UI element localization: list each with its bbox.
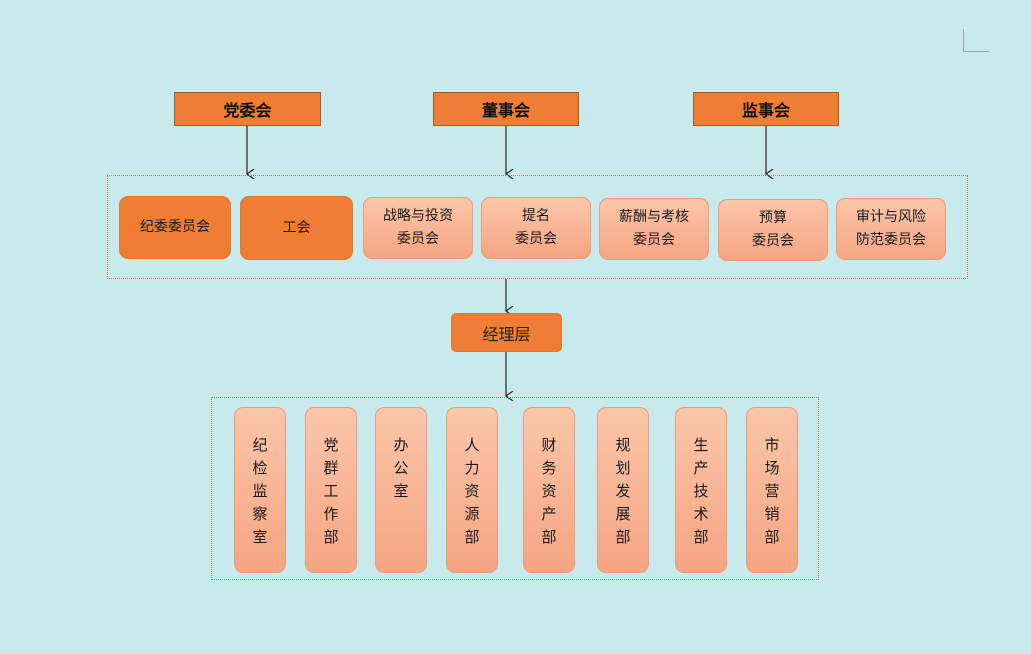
party-committee-box: 党委会 xyxy=(174,92,321,126)
department-label: 人力资源部 xyxy=(464,436,480,546)
department-label: 规划发展部 xyxy=(615,436,631,546)
committees-frame xyxy=(107,175,968,279)
department-label: 生产技术部 xyxy=(693,436,709,546)
department-label: 财务资产部 xyxy=(541,436,557,546)
committee-label: 薪酬与考核 委员会 xyxy=(619,209,689,248)
departments-frame xyxy=(211,397,819,580)
department-discipline-inspection: 纪检监察室 xyxy=(234,407,286,573)
supervisory-board-box: 监事会 xyxy=(693,92,839,126)
department-planning-development: 规划发展部 xyxy=(597,407,649,573)
committee-union: 工会 xyxy=(240,196,353,260)
department-office: 办公室 xyxy=(375,407,427,573)
department-label: 办公室 xyxy=(393,436,409,500)
committee-label: 提名 委员会 xyxy=(515,208,557,247)
department-label: 党群工作部 xyxy=(323,436,339,546)
committee-budget: 预算 委员会 xyxy=(718,199,828,261)
committee-label: 工会 xyxy=(282,219,311,236)
committee-label: 战略与投资 委员会 xyxy=(383,208,453,247)
committee-strategy-investment: 战略与投资 委员会 xyxy=(363,197,473,259)
board-of-directors-box: 董事会 xyxy=(433,92,579,126)
department-party-affairs: 党群工作部 xyxy=(305,407,357,573)
department-finance-assets: 财务资产部 xyxy=(523,407,575,573)
committee-label: 预算 委员会 xyxy=(752,210,794,249)
department-human-resources: 人力资源部 xyxy=(446,407,498,573)
committee-audit-risk: 审计与风险 防范委员会 xyxy=(836,198,946,260)
management-box: 经理层 xyxy=(451,313,562,352)
department-label: 市场营销部 xyxy=(764,436,780,546)
committee-compensation: 薪酬与考核 委员会 xyxy=(599,198,709,260)
committee-label: 纪委委员会 xyxy=(140,219,210,235)
page-corner-mark xyxy=(963,29,989,52)
department-production-technology: 生产技术部 xyxy=(675,407,727,573)
committee-nomination: 提名 委员会 xyxy=(481,197,591,259)
department-label: 纪检监察室 xyxy=(252,436,268,546)
department-marketing: 市场营销部 xyxy=(746,407,798,573)
committee-discipline: 纪委委员会 xyxy=(119,196,231,259)
committee-label: 审计与风险 防范委员会 xyxy=(856,209,926,248)
